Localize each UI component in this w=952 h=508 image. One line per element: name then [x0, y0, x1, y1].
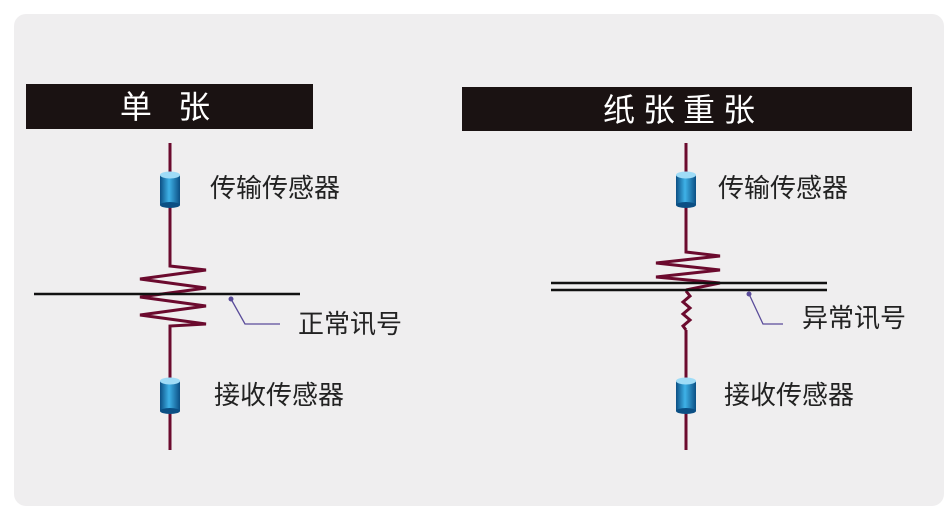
signal-zigzag-weak [680, 290, 693, 331]
signal-zigzag-full [139, 262, 207, 328]
transmit-sensor-label: 传输传感器 [718, 174, 848, 204]
transmit-sensor-icon [676, 171, 696, 208]
transmit-sensor-label: 传输传感器 [210, 174, 340, 204]
transmit-sensor-icon [160, 171, 180, 208]
pointer-line [230, 298, 280, 325]
single-sheet-section: 单 张 传输传感器 正常讯号 接收传感器 [26, 84, 402, 450]
panel-background [14, 14, 944, 506]
receive-sensor-label: 接收传感器 [214, 381, 344, 411]
abnormal-signal-label: 异常讯号 [802, 304, 906, 334]
double-feed-header [462, 87, 912, 131]
single-sheet-title: 单 张 [120, 88, 218, 126]
receive-sensor-label: 接收传感器 [724, 381, 854, 411]
single-sheet-header [26, 84, 313, 129]
double-feed-section: 纸张重张 传输传感器 异常讯号 接收传感器 [462, 87, 912, 450]
receive-sensor-icon [160, 377, 180, 414]
receive-sensor-icon [676, 377, 696, 414]
double-feed-title: 纸张重张 [603, 91, 763, 129]
normal-signal-label: 正常讯号 [298, 310, 402, 340]
pointer-line [748, 293, 783, 325]
